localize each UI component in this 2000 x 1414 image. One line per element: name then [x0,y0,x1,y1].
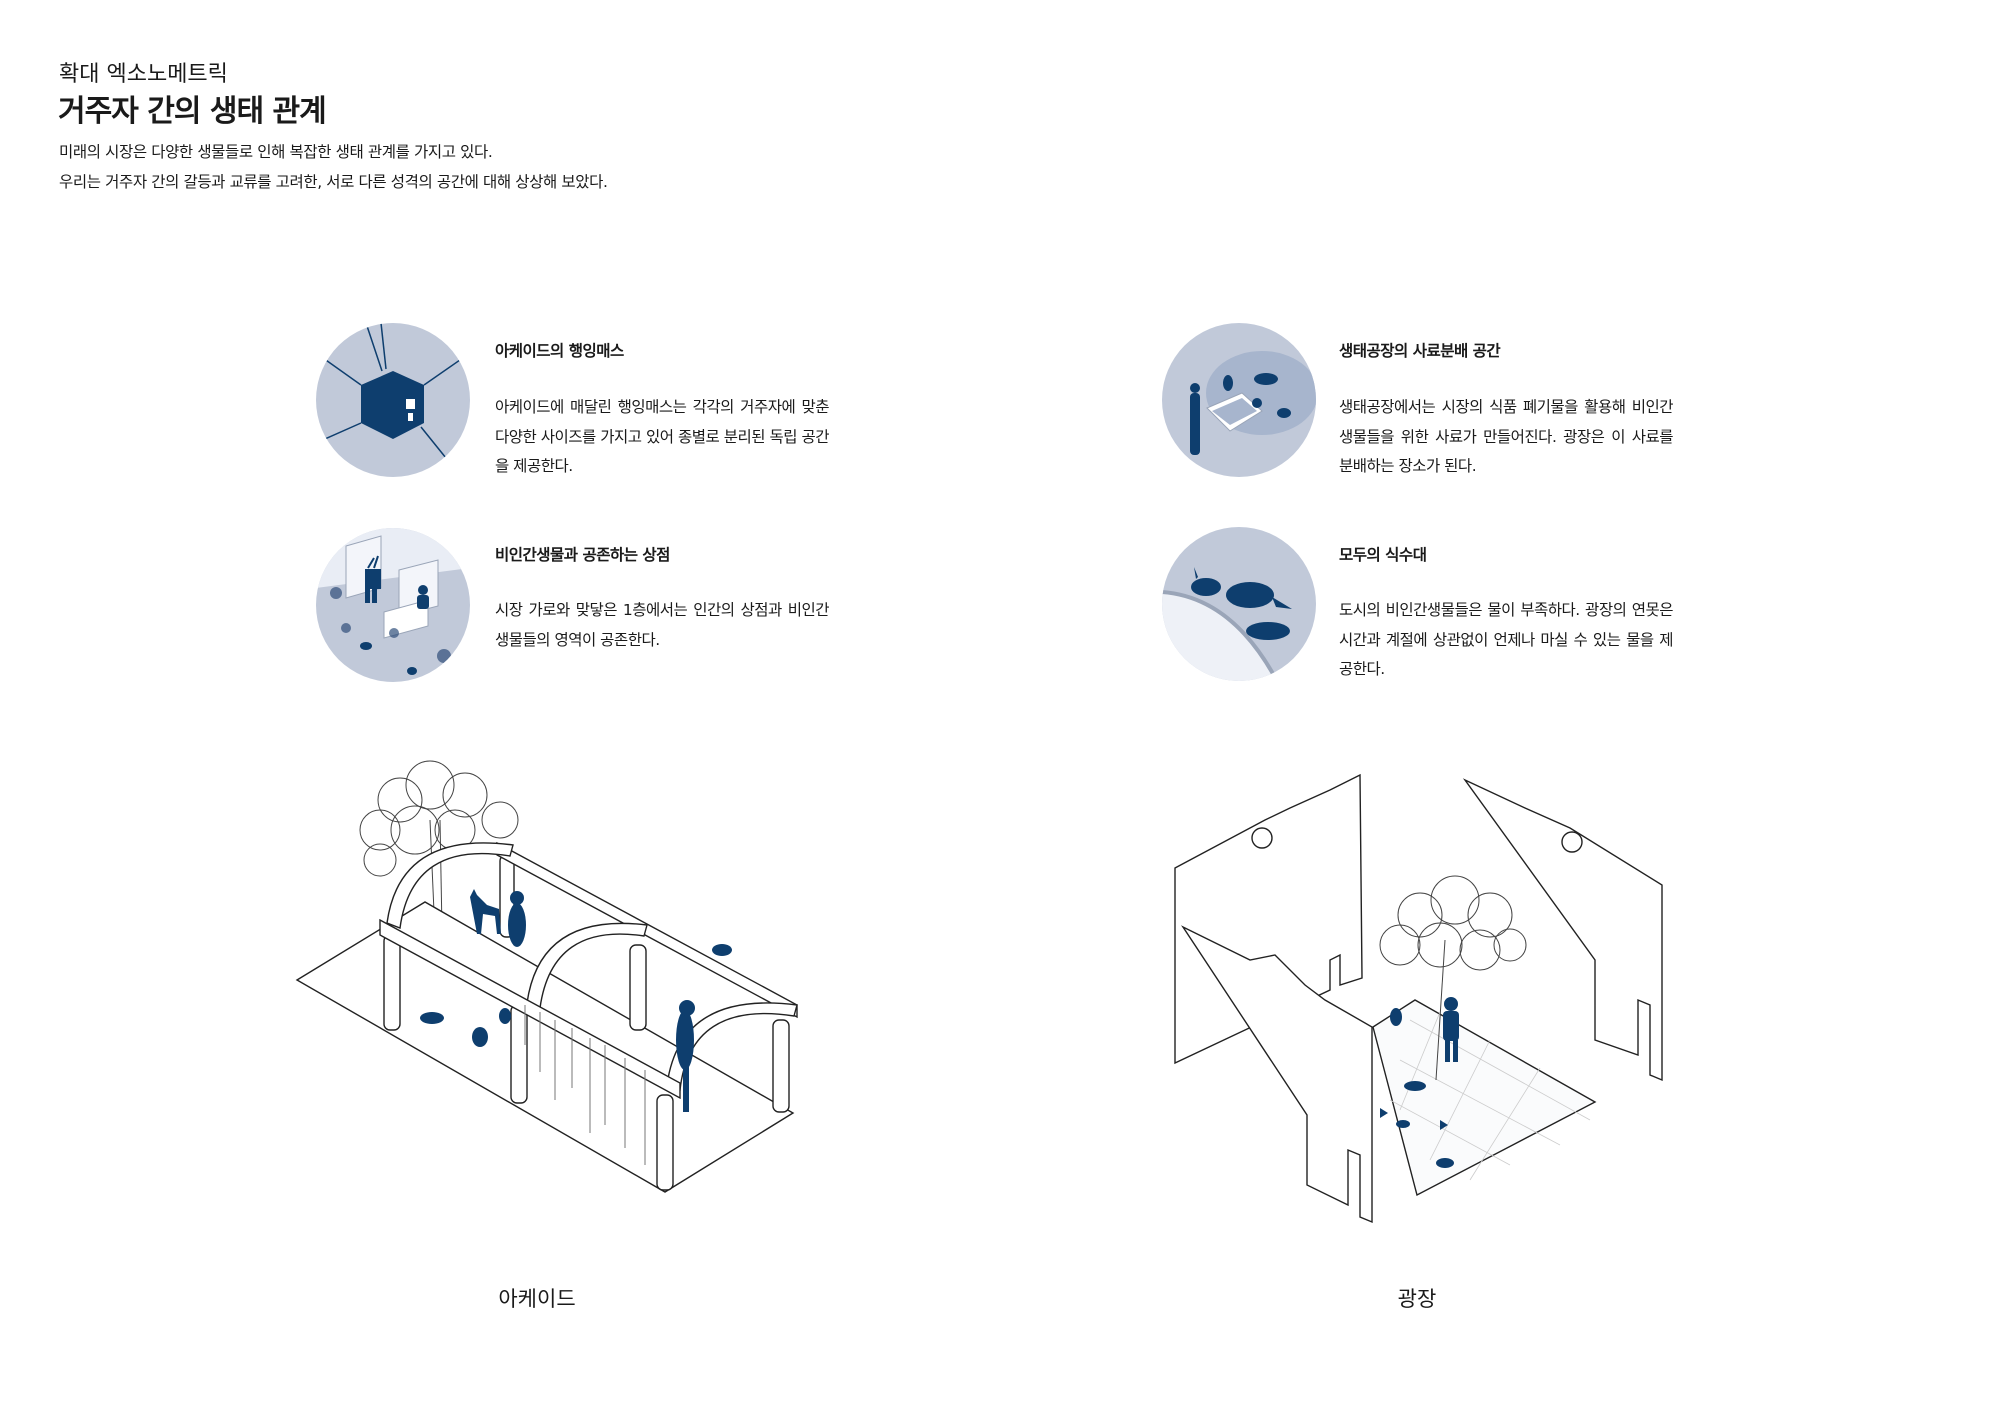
plaza-silhouettes [1380,997,1459,1168]
shop-coexistence-illustration [316,528,470,682]
card-body-shop-coexistence: 시장 가로와 맞닿은 1층에서는 인간의 상점과 비인간생물들의 영역이 공존한… [495,601,830,649]
card-title-shop-coexistence: 비인간생물과 공존하는 상점 [495,546,670,564]
caption-plaza: 광장 [1397,1287,1437,1311]
arcade-silhouettes [420,889,732,1112]
card-title-drinking-fountain: 모두의 식수대 [1339,546,1427,564]
caption-arcade: 아케이드 [498,1287,576,1311]
intro-line-1: 미래의 시장은 다양한 생물들로 인해 복잡한 생태 관계를 가지고 있다. [59,143,493,161]
hanging-vines [524,1005,646,1165]
card-title-feed-distribution: 생태공장의 사료분배 공간 [1339,342,1501,360]
hanging-mass-illustration [316,323,470,477]
card-title-hanging-mass: 아케이드의 행잉매스 [495,342,624,360]
feed-distribution-illustration [1162,323,1316,477]
arch-1 [386,842,514,929]
page-title: 거주자 간의 생태 관계 [58,94,327,129]
plaza-drawing [1174,773,1663,1224]
page-subtitle: 확대 엑소노메트릭 [59,62,228,87]
arcade-columns [383,854,790,1191]
intro-line-2: 우리는 거주자 간의 갈등과 교류를 고려한, 서로 다른 성격의 공간에 대해… [59,173,608,191]
card-body-drinking-fountain: 도시의 비인간생물들은 물이 부족하다. 광장의 연못은 시간과 계절에 상관없… [1339,601,1674,678]
back-right-wall [1462,778,1663,1082]
plaza-tree [1379,875,1527,1081]
card-body-hanging-mass: 아케이드에 매달린 행잉매스는 각각의 거주자에 맞춘 다양한 사이즈를 가지고… [495,398,830,475]
drinking-fountain-illustration [1162,527,1316,681]
front-left-wall [1180,925,1373,1224]
floor-grid [1389,1011,1591,1181]
plaza-floor [1372,999,1597,1197]
card-body-feed-distribution: 생태공장에서는 시장의 식품 폐기물을 활용해 비인간생물들을 위한 사료가 만… [1339,398,1674,475]
arch-2 [526,922,648,1009]
arcade-drawing [295,760,798,1193]
